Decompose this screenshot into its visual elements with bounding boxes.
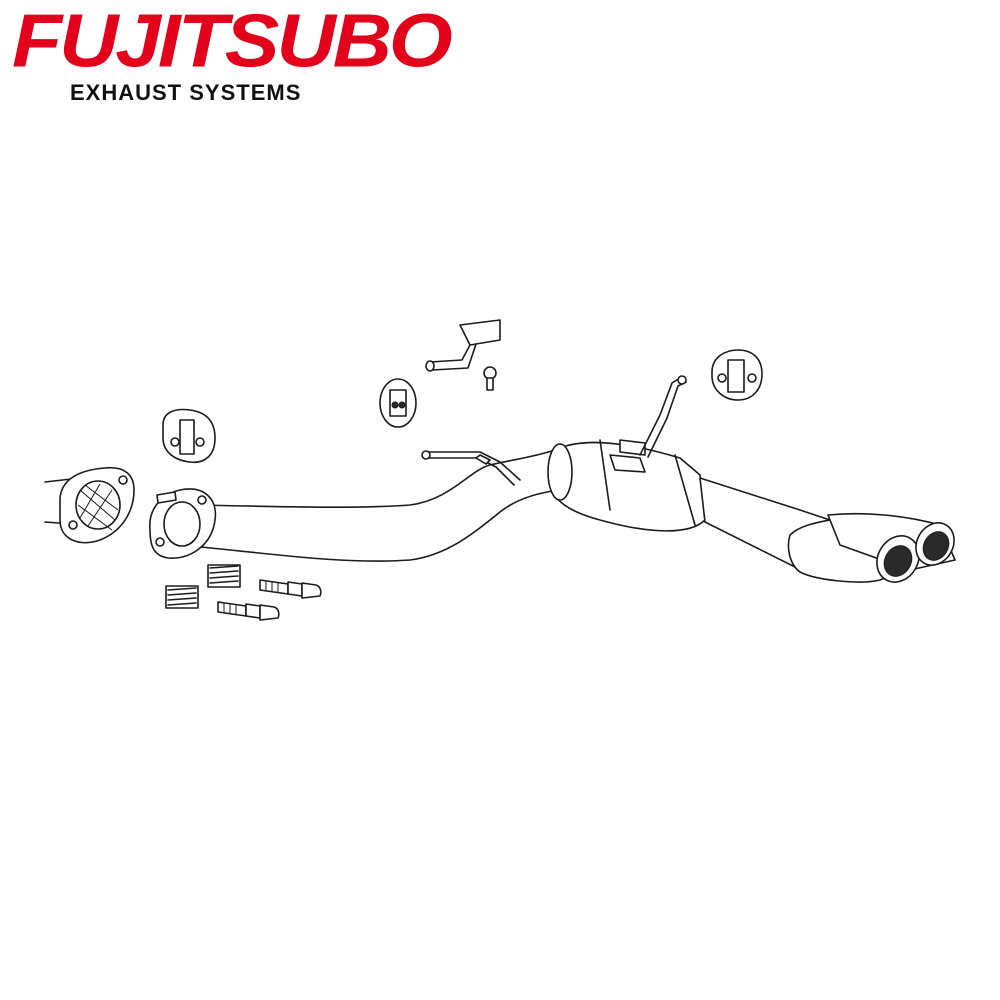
rubber-hanger-left — [162, 408, 216, 464]
flange-bolt-bottom — [217, 601, 280, 621]
brand-logo: FUJITSUBO EXHAUST SYSTEMS — [12, 0, 492, 105]
front-pipe — [149, 449, 561, 562]
spring-bottom — [165, 585, 199, 609]
rubber-hanger-center — [379, 378, 417, 428]
hanger-bracket — [425, 319, 501, 372]
brand-tagline: EXHAUST SYSTEMS — [70, 80, 302, 105]
rubber-hanger-right — [711, 349, 763, 401]
muffler — [547, 375, 706, 532]
stock-flange — [59, 466, 135, 544]
spring-top — [207, 564, 241, 588]
brand-name: FUJITSUBO — [12, 0, 453, 84]
bolt-small — [483, 366, 497, 391]
rear-section — [699, 477, 956, 583]
flange-bolt-top — [259, 579, 322, 599]
